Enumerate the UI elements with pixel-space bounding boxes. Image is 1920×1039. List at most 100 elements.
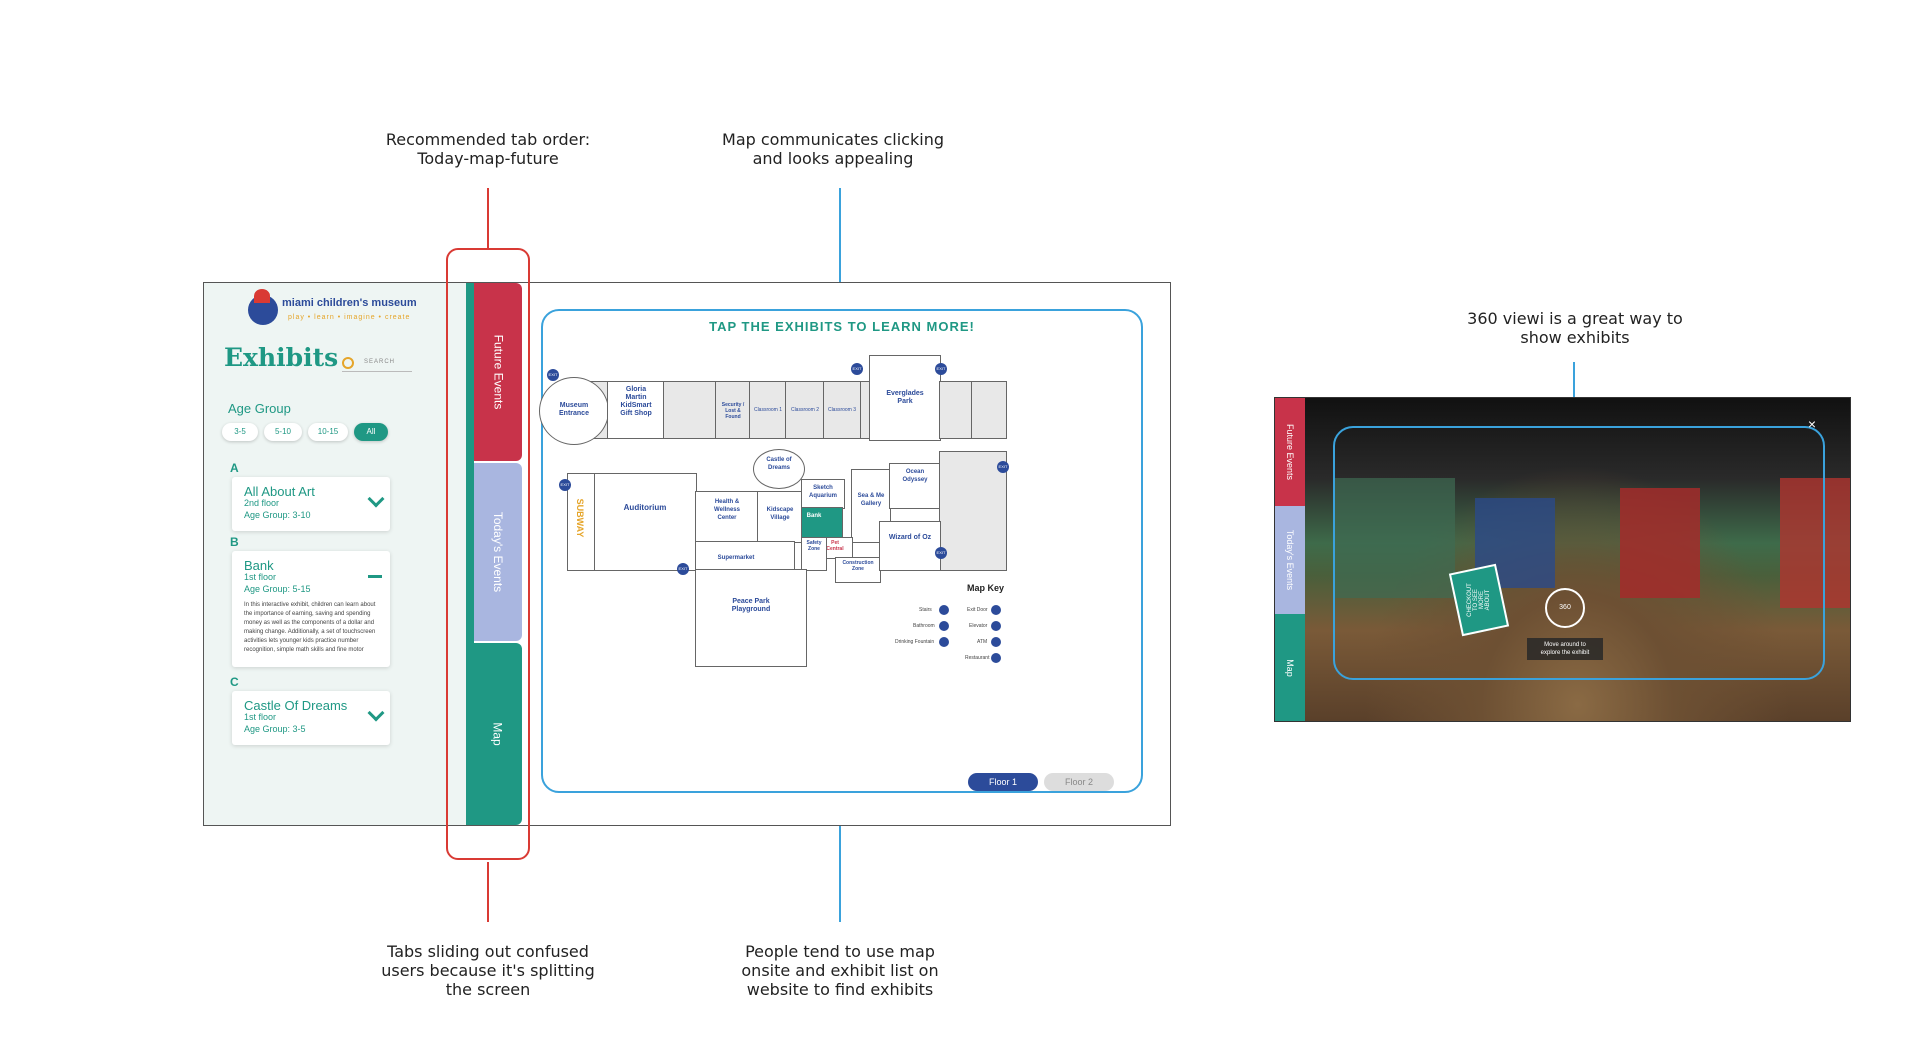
map-heading: TAP THE EXHIBITS TO LEARN MORE! bbox=[709, 319, 975, 334]
card-age: Age Group: 5-15 bbox=[244, 584, 311, 594]
map-room-classroom-3[interactable]: Classroom 3 bbox=[823, 381, 861, 439]
exit-icon: EXIT bbox=[851, 363, 863, 375]
exit-door-icon bbox=[991, 605, 1001, 615]
panorama-exhibit-wall bbox=[1335, 478, 1455, 598]
tab-label: Future Events bbox=[1285, 423, 1295, 481]
exit-icon: EXIT bbox=[677, 563, 689, 575]
section-letter-c: C bbox=[230, 675, 239, 689]
view-360-screen: Future Events Today's Events Map × CHECK… bbox=[1274, 397, 1851, 722]
annotation-tabs-sliding: Tabs sliding out confused users because … bbox=[381, 942, 595, 999]
elevator-icon bbox=[991, 621, 1001, 631]
card-floor: 1st floor bbox=[244, 572, 277, 582]
map-room-supermarket[interactable]: Supermarket bbox=[695, 541, 795, 571]
map-room-construction[interactable]: Construction Zone bbox=[835, 557, 881, 583]
rotate-360-icon[interactable]: 360 bbox=[1545, 588, 1585, 628]
map-room-classroom-2[interactable]: Classroom 2 bbox=[785, 381, 825, 439]
exit-icon: EXIT bbox=[559, 479, 571, 491]
card-floor: 1st floor bbox=[244, 712, 277, 722]
tab-future-events[interactable]: Future Events bbox=[474, 283, 522, 461]
logo-tagline: play • learn • imagine • create bbox=[288, 314, 411, 321]
exhibits-panel: miami children's museum play • learn • i… bbox=[204, 283, 466, 825]
map-room-health[interactable]: Health & Wellness Center bbox=[695, 491, 759, 543]
chevron-down-icon[interactable] bbox=[367, 490, 385, 508]
annotation-line-top-red bbox=[487, 188, 489, 248]
exhibit-card-bank[interactable]: Bank 1st floor Age Group: 5-15 In this i… bbox=[232, 551, 390, 667]
annotation-map-onsite: People tend to use map onsite and exhibi… bbox=[741, 942, 939, 999]
close-icon[interactable]: × bbox=[1807, 416, 1816, 432]
key-elevator: Elevator bbox=[969, 623, 988, 629]
key-drinking-fountain: Drinking Fountain bbox=[895, 639, 935, 645]
age-filter-all[interactable]: All bbox=[354, 423, 388, 441]
age-filter-5-10[interactable]: 5-10 bbox=[264, 423, 302, 441]
museum-logo: miami children's museum play • learn • i… bbox=[248, 289, 448, 333]
tab-map[interactable]: Map bbox=[1275, 614, 1305, 721]
exhibit-card-all-about-art[interactable]: All About Art 2nd floor Age Group: 3-10 bbox=[232, 477, 390, 531]
map-room-gift-shop[interactable]: Gloria Martin KidSmart Gift Shop bbox=[607, 381, 665, 439]
map-room-kidscape[interactable]: Kidscape Village bbox=[757, 491, 803, 543]
map-room-wizard[interactable]: Wizard of Oz bbox=[879, 521, 941, 571]
map-room-everglades[interactable]: Everglades Park bbox=[869, 355, 941, 441]
card-description: In this interactive exhibit, children ca… bbox=[244, 602, 376, 653]
map-room-classroom-1[interactable]: Classroom 1 bbox=[749, 381, 787, 439]
age-filter-10-15[interactable]: 10-15 bbox=[308, 423, 348, 441]
exit-icon: EXIT bbox=[935, 363, 947, 375]
tab-map[interactable]: Map bbox=[474, 643, 522, 825]
tab-rail bbox=[466, 283, 474, 825]
exhibit-card-castle-of-dreams[interactable]: Castle Of Dreams 1st floor Age Group: 3-… bbox=[232, 691, 390, 745]
map-room-ocean[interactable]: Ocean Odyssey bbox=[889, 463, 941, 509]
map-room-auditorium[interactable]: Auditorium bbox=[593, 473, 697, 571]
map-room-peace-park[interactable]: Peace Park Playground bbox=[695, 569, 807, 667]
view-360-highlight bbox=[1333, 426, 1825, 680]
map-room-east-2[interactable] bbox=[971, 381, 1007, 439]
floor-1-button[interactable]: Floor 1 bbox=[968, 773, 1038, 791]
tab-todays-events[interactable]: Today's Events bbox=[474, 463, 522, 641]
map-room-sketch[interactable]: Sketch Aquarium bbox=[801, 479, 845, 509]
map-room-safety[interactable]: Safety Zone bbox=[801, 537, 827, 571]
kiosk-screen: miami children's museum play • learn • i… bbox=[203, 282, 1171, 826]
exit-icon: EXIT bbox=[547, 369, 559, 381]
chevron-down-icon[interactable] bbox=[367, 704, 385, 722]
bathroom-icon bbox=[939, 621, 949, 631]
annotation-tab-order: Recommended tab order: Today-map-future bbox=[385, 130, 591, 168]
card-title: All About Art bbox=[244, 484, 315, 499]
map-room-castle[interactable]: Castle of Dreams bbox=[753, 449, 805, 489]
atm-icon bbox=[991, 637, 1001, 647]
age-filter-3-5[interactable]: 3-5 bbox=[222, 423, 258, 441]
annotation-line-bottom-blue bbox=[839, 780, 841, 922]
map-room-east-wing[interactable] bbox=[939, 451, 1007, 571]
collapse-icon[interactable] bbox=[368, 575, 382, 578]
key-atm: ATM bbox=[977, 639, 988, 645]
key-stairs: Stairs bbox=[919, 607, 932, 613]
map-room-east-1[interactable] bbox=[939, 381, 973, 439]
annotation-line-top-blue bbox=[839, 188, 841, 306]
card-age: Age Group: 3-5 bbox=[244, 724, 306, 734]
map-room-subway[interactable]: SUBWAY bbox=[567, 473, 595, 571]
annotation-map-clicking: Map communicates clicking and looks appe… bbox=[722, 130, 944, 168]
tab-label: Today's Events bbox=[1285, 529, 1295, 591]
tab-label: Map bbox=[1284, 658, 1295, 677]
tab-todays-events[interactable]: Today's Events bbox=[1275, 506, 1305, 614]
tab-annotation-frame bbox=[446, 248, 530, 860]
restaurant-icon bbox=[991, 653, 1001, 663]
card-title: Castle Of Dreams bbox=[244, 698, 348, 713]
logo-icon bbox=[248, 289, 278, 325]
page-title: Exhibits bbox=[224, 343, 339, 372]
search-placeholder: SEARCH bbox=[364, 359, 396, 365]
panorama-red-wall-right bbox=[1780, 478, 1850, 608]
card-floor: 2nd floor bbox=[244, 498, 280, 508]
drinking-fountain-icon bbox=[939, 637, 949, 647]
tab-future-events[interactable]: Future Events bbox=[1275, 398, 1305, 506]
stairs-icon bbox=[939, 605, 949, 615]
key-restaurant: Restaurant bbox=[965, 655, 990, 661]
logo-name: miami children's museum bbox=[282, 297, 417, 309]
card-title: Bank bbox=[244, 558, 274, 573]
map-room-bank[interactable]: Bank bbox=[801, 507, 843, 539]
search-input[interactable]: SEARCH bbox=[342, 357, 412, 372]
map-room-entrance[interactable]: Museum Entrance bbox=[539, 377, 609, 445]
section-letter-a: A bbox=[230, 461, 239, 475]
panorama-red-wall bbox=[1620, 488, 1700, 598]
floor-2-button[interactable]: Floor 2 bbox=[1044, 773, 1114, 791]
map-room-restroom[interactable] bbox=[663, 381, 717, 439]
move-hint: Move around to explore the exhibit bbox=[1527, 638, 1603, 660]
map-room-security[interactable]: Security / Lost & Found bbox=[715, 381, 751, 439]
